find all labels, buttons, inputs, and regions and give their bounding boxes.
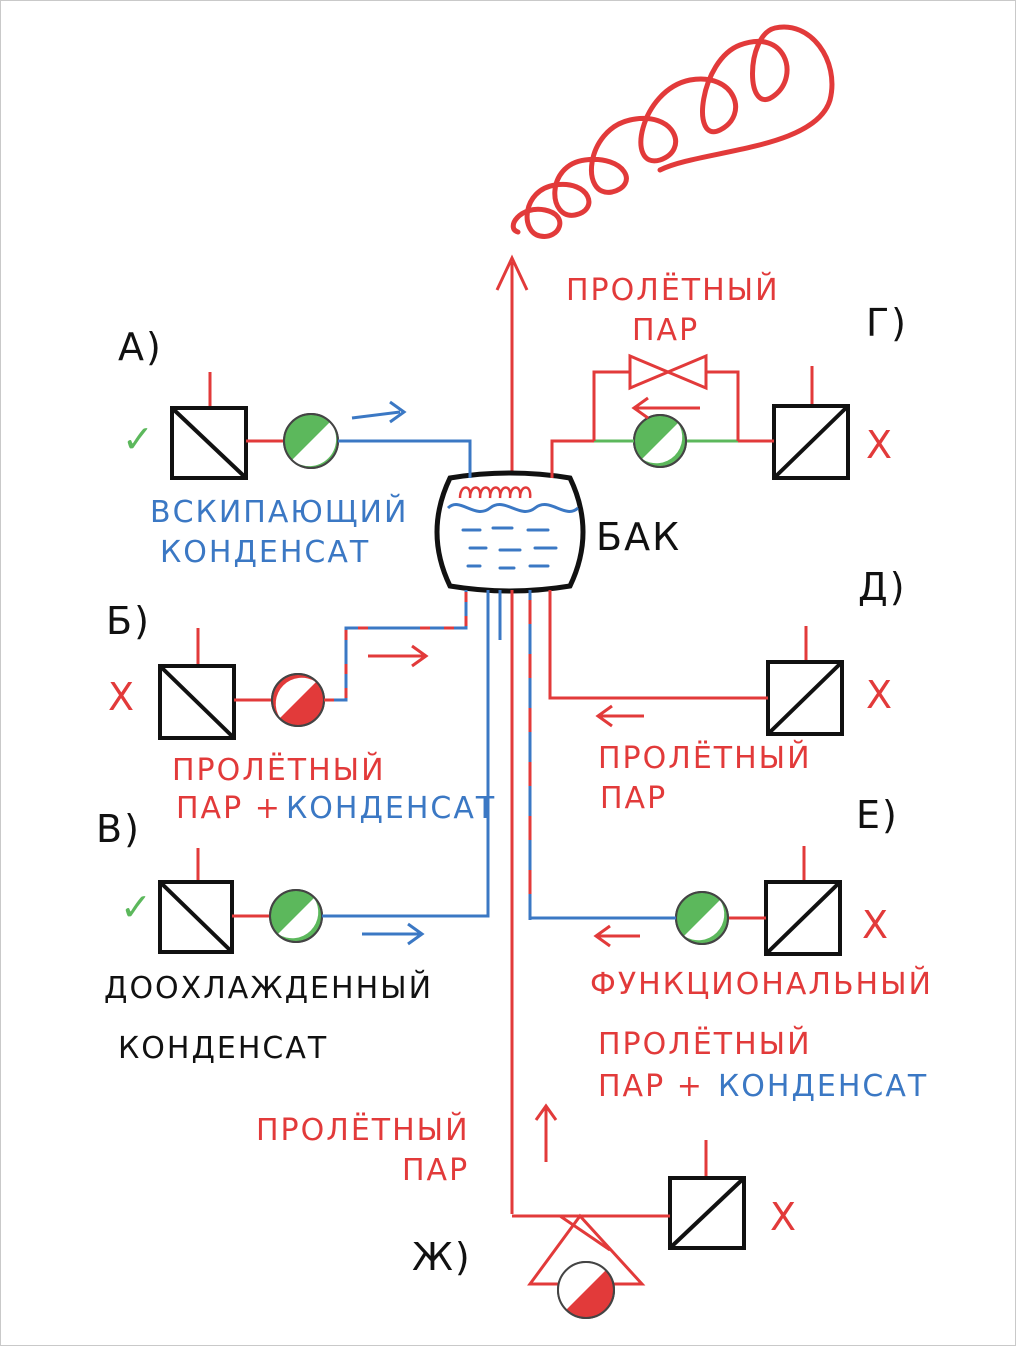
trap-e [764,880,842,956]
tank [434,470,586,594]
case-zh-label: Ж) [412,1235,472,1279]
trap-b [158,664,236,740]
case-v-label: В) [96,807,141,851]
steam-plume [510,24,835,239]
case-g-label: Г) [866,301,908,345]
check-v: ✓ [120,885,154,929]
g-caption-1: ПРОЛЁТНЫЙ [566,272,780,308]
case-e-label: Е) [856,793,899,837]
trap-d [766,660,844,736]
g-caption-2: ПАР [632,313,699,348]
cross-zh: Х [770,1195,798,1239]
zh-caption-1: ПРОЛЁТНЫЙ [256,1112,470,1148]
cross-g: Х [866,423,894,467]
e-caption-3a: ПАР + [598,1069,704,1104]
case-b-label: Б) [106,599,151,643]
a-caption-2: КОНДЕНСАТ [160,535,370,570]
v-caption-2: КОНДЕНСАТ [118,1031,328,1066]
cross-d: Х [866,673,894,717]
b-caption-1: ПРОЛЁТНЫЙ [172,752,386,788]
e-caption-2: ПРОЛЁТНЫЙ [598,1026,812,1062]
sight-glass-v [269,889,323,943]
tank-label: БАК [596,515,681,559]
a-caption-1: ВСКИПАЮЩИЙ [150,494,408,530]
trap-v [158,880,234,954]
cross-e: Х [862,903,890,947]
d-caption-1: ПРОЛЁТНЫЙ [598,740,812,776]
e-caption-1: ФУНКЦИОНАЛЬНЫЙ [590,966,933,1002]
d-caption-2: ПАР [600,781,667,816]
trap-zh [668,1176,746,1250]
e-caption-3b: КОНДЕНСАТ [718,1069,928,1104]
sight-glass-g [633,414,687,468]
zh-caption-2: ПАР [402,1153,469,1188]
check-a: ✓ [122,417,156,461]
v-caption-1: ДООХЛАЖДЕННЫЙ [104,970,433,1006]
case-d-label: Д) [858,565,907,609]
sight-glass-b [271,673,325,727]
trap-a [170,406,248,480]
b-caption-2b: КОНДЕНСАТ [286,791,496,826]
b-caption-2a: ПАР + [176,791,282,826]
sight-glass-zh [557,1261,615,1319]
case-a-label: А) [118,325,163,369]
bypass-valve-g [628,353,708,391]
sight-glass-a [283,413,339,469]
trap-g [772,404,850,480]
cross-b: Х [108,675,136,719]
sight-glass-e [675,891,729,945]
